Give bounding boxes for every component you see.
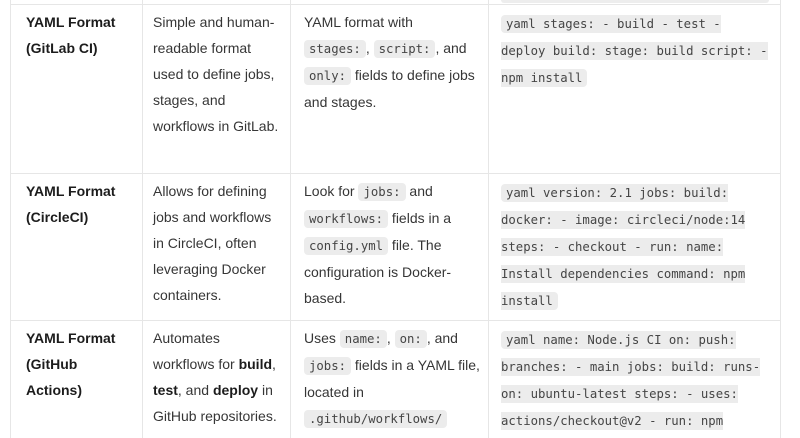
bold-text: deploy — [212, 382, 259, 398]
table-row: YAML Format (CircleCI) Allows for definin… — [10, 173, 781, 321]
inline-code: jobs: — [358, 183, 406, 201]
table-cell-format: YAML Format (GitLab CI) — [10, 4, 143, 174]
bold-text: YAML Format (GitHub Actions) — [26, 330, 116, 398]
table-cell-format: YAML Format (CircleCI) — [10, 173, 143, 321]
inline-code: stages: — [304, 40, 366, 58]
table-cell-description: Automates workflows for build, test, and… — [142, 320, 291, 438]
text-segment: fields in a — [388, 210, 452, 226]
text-segment: file. The configuration is Docker-based. — [304, 237, 452, 306]
text-segment: Allows for defining jobs and workflows i… — [153, 183, 272, 303]
inline-code: script: — [373, 40, 436, 58]
text-segment: , — [386, 330, 395, 346]
table-cell-description: Allows for defining jobs and workflows i… — [142, 173, 291, 321]
ci-formats-comparison-table: YAML Format (GitLab CI) Simple and human-… — [10, 0, 781, 438]
previous-code-block-tail — [501, 0, 769, 3]
inline-code: name: — [339, 330, 387, 348]
table-cell-example: yaml stages: - build - test - deploy bui… — [488, 4, 781, 174]
inline-code: yaml stages: - build - test - deploy bui… — [501, 15, 768, 87]
table-cell-format: YAML Format (GitHub Actions) — [10, 320, 143, 438]
bold-text: YAML Format (CircleCI) — [26, 183, 116, 225]
text-segment: Look for — [304, 183, 359, 199]
table-row: YAML Format (GitHub Actions) Automates wo… — [10, 320, 781, 438]
table-cell-description: Simple and human-readable format used to… — [142, 4, 291, 174]
text-segment: and — [405, 183, 433, 199]
inline-code: yaml version: 2.1 jobs: build: docker: -… — [501, 184, 746, 310]
text-segment: in GitHub repositories. — [153, 382, 277, 424]
text-segment: , — [272, 356, 276, 372]
inline-code: .github/workflows/ — [304, 410, 448, 428]
bold-text: build — [238, 356, 273, 372]
table-cell-detection: YAML format with stages:, script:, and o… — [290, 4, 489, 174]
inline-code: on: — [394, 330, 427, 348]
text-segment: fields to define jobs and stages. — [304, 67, 475, 110]
inline-code: jobs: — [304, 357, 352, 375]
inline-code: only: — [304, 67, 352, 85]
table-body: YAML Format (GitLab CI) Simple and human-… — [10, 0, 781, 438]
inline-code: workflows: — [304, 210, 389, 228]
inline-code: config.yml — [304, 237, 389, 255]
inline-code: yaml name: Node.js CI on: push: branches… — [501, 331, 761, 438]
text-segment: Simple and human-readable format used to… — [153, 14, 279, 134]
text-segment: Automates workflows for — [153, 330, 239, 372]
text-segment: fields in a YAML file, located in — [304, 357, 480, 400]
text-segment: , — [365, 40, 374, 56]
text-segment: YAML format with — [304, 14, 413, 30]
bold-text: test — [153, 382, 178, 398]
table-cell-example: yaml name: Node.js CI on: push: branches… — [488, 320, 781, 438]
table-cell-example: yaml version: 2.1 jobs: build: docker: -… — [488, 173, 781, 321]
bold-text: YAML Format (GitLab CI) — [26, 14, 116, 56]
text-segment: , and — [435, 40, 467, 56]
text-segment: , and — [177, 382, 213, 398]
table-cell-detection: Uses name:, on:, and jobs: fields in a Y… — [290, 320, 489, 438]
text-segment: Uses — [304, 330, 340, 346]
text-segment: , and — [426, 330, 458, 346]
table-row: YAML Format (GitLab CI) Simple and human-… — [10, 4, 781, 174]
table-cell-detection: Look for jobs: and workflows: fields in … — [290, 173, 489, 321]
